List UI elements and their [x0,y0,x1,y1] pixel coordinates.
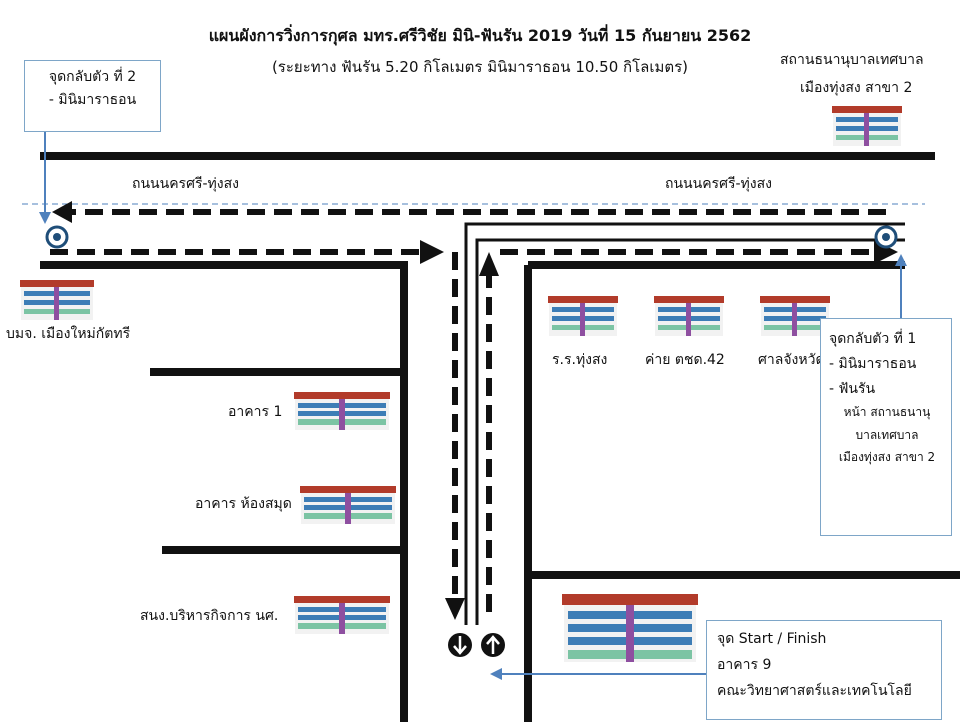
checkpoint-1-category-fun: - ฟันรัน [829,380,876,397]
start-finish-faculty: คณะวิทยาศาสตร์และเทคโนโลยี [717,682,912,699]
start-finish-callout: จุด Start / Finish อาคาร 9 คณะวิทยาศาสตร… [706,620,942,720]
checkpoint-1-location-2: บาลเทศบาล [855,427,919,442]
place-label-camp: ค่าย ตชด.42 [645,352,725,368]
building-icon-bomjo [20,280,94,320]
checkpoint-2-callout: จุดกลับตัว ที่ 2 - มินิมาราธอน [24,60,161,132]
place-label-library: อาคาร ห้องสมุด [195,496,292,512]
building-icon-start-finish [562,594,698,662]
lane-outer [464,222,905,625]
checkpoint-1-callout: จุดกลับตัว ที่ 1 - มินิมาราธอน - ฟันรัน … [820,318,952,536]
top-right-building-line2: เมืองทุ่งสง สาขา 2 [800,80,913,96]
start-finish-title: จุด Start / Finish [717,631,827,647]
arrow-east-left [420,240,444,264]
road-label-left: ถนนนครศรี-ทุ่งสง [132,176,239,192]
arrow-west [52,201,72,223]
road-label-right: ถนนนครศรี-ทุ่งสง [665,176,772,192]
road-edges [40,152,960,722]
building-icon-school [548,296,618,336]
turnaround-marker-1 [874,225,898,249]
arrow-up [479,252,499,276]
building-icon-admin [294,596,390,634]
checkpoint-1-title: จุดกลับตัว ที่ 1 [829,331,917,347]
running-route [50,209,886,612]
checkpoint-2-category: - มินิมาราธอน [48,91,137,108]
checkpoint-1-location-1: หน้า สถานธนานุ [843,405,931,420]
route-lanes [464,222,905,625]
building-icon-camp [654,296,724,336]
checkpoint-2-title: จุดกลับตัว ที่ 2 [48,69,137,85]
place-label-school: ร.ร.ทุ่งสง [552,352,608,368]
turnaround-marker-2 [45,225,69,249]
building-icon-building-1 [294,392,390,430]
building-icon-court [760,296,830,336]
map-title: แผนผังการวิ่งการกุศล มทร.ศรีวิชัย มินิ-ฟ… [208,26,752,45]
lane-inner [475,238,905,625]
building-icon-library [300,486,396,524]
down-direction-icon [448,633,472,657]
arrow-down [445,598,465,620]
start-finish-building: อาคาร 9 [717,656,772,673]
place-label-court: ศาลจังหวัดฯ [758,352,833,368]
map-subtitle: (ระยะทาง ฟันรัน 5.20 กิโลเมตร มินิมาราธอ… [271,58,689,76]
callout-pointers [39,132,907,680]
place-label-bomjo: บมจ. เมืองใหม่กัตทรี [6,326,131,342]
building-icon-top-right [832,106,902,146]
checkpoint-1-category-mini: - มินิมาราธอน [829,355,917,372]
top-right-building-line1: สถานธนานุบาลเทศบาล [780,52,924,68]
place-label-building-1: อาคาร 1 [228,404,283,420]
up-direction-icon [481,633,505,657]
place-label-admin: สนง.บริหารกิจการ นศ. [140,608,279,624]
checkpoint-1-location-3: เมืองทุ่งสง สาขา 2 [838,450,936,465]
